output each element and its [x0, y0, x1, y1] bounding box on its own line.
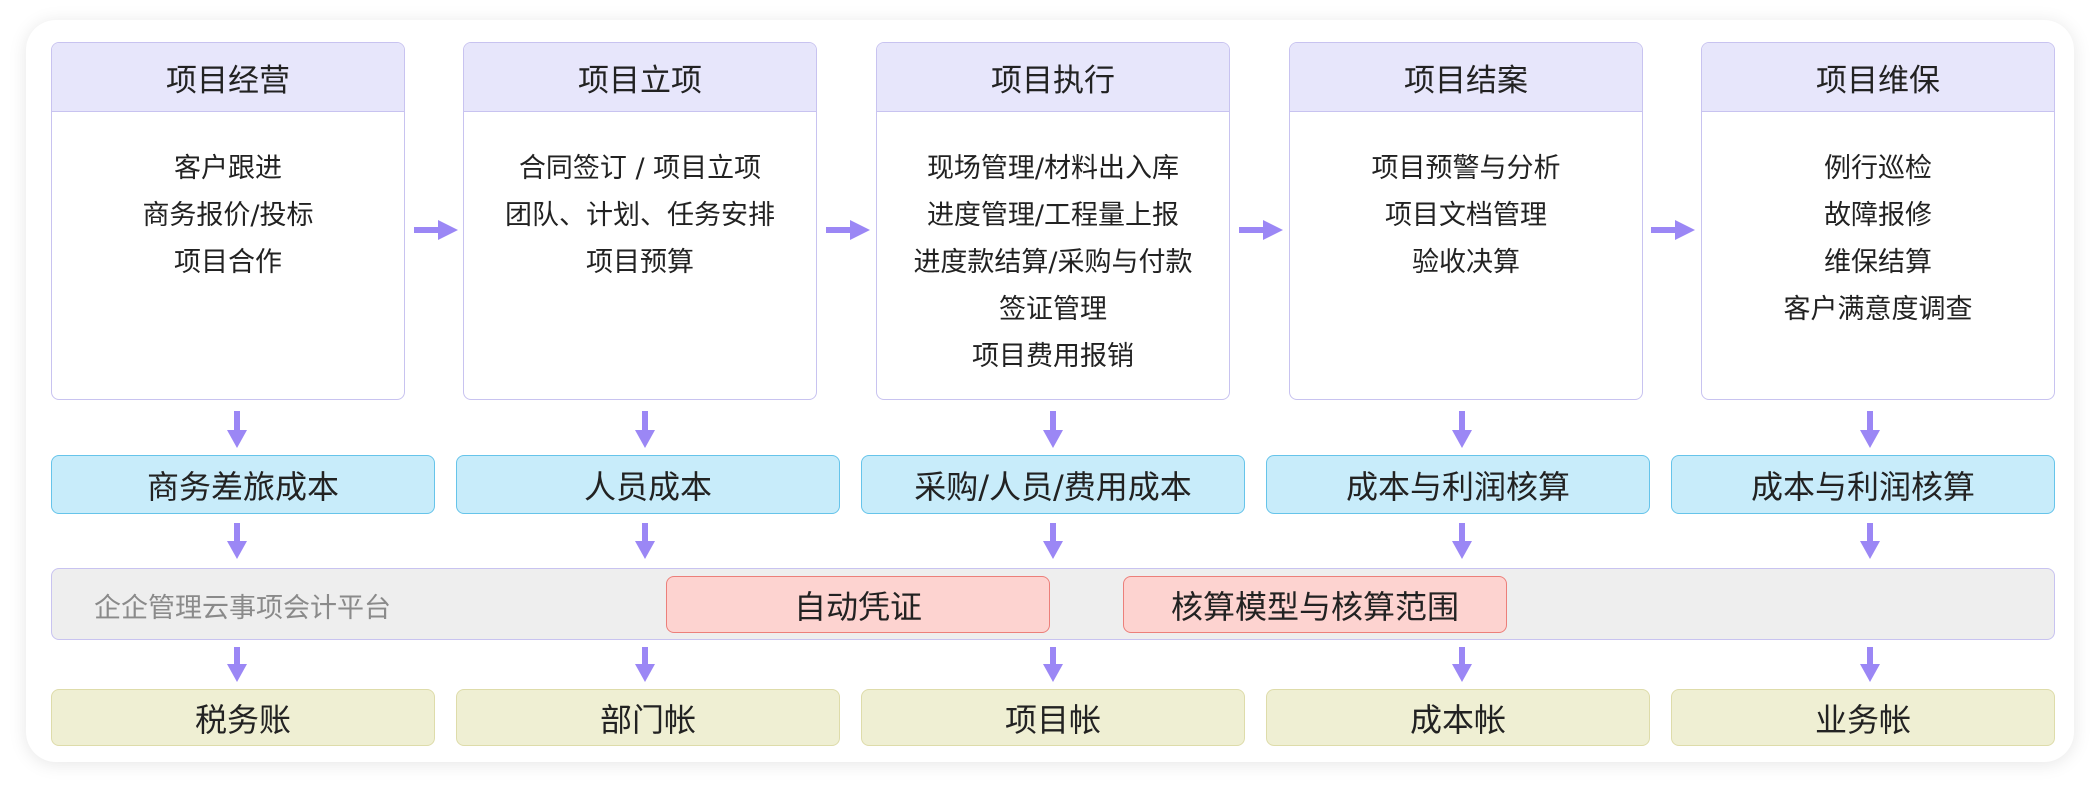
stage-items: 合同签订 / 项目立项 团队、计划、任务安排 项目预算: [464, 112, 816, 286]
stage-items: 客户跟进 商务报价/投标 项目合作: [52, 112, 404, 286]
down-arrow-icon: [227, 411, 247, 448]
down-arrows-row-2: [227, 523, 1880, 559]
cost-box: 采购/人员/费用成本: [861, 455, 1245, 514]
down-arrow-icon: [635, 411, 655, 448]
ledger-box: 业务帐: [1671, 689, 2055, 746]
accounting-model-tag: 核算模型与核算范围: [1123, 576, 1507, 633]
stage-title: 项目维保: [1702, 43, 2054, 112]
stage-item: 团队、计划、任务安排: [505, 200, 775, 231]
stage-title: 项目立项: [464, 43, 816, 112]
stage-box-maintenance: 项目维保 例行巡检 故障报修 维保结算 客户满意度调查: [1701, 42, 2055, 400]
down-arrow-icon: [1860, 523, 1880, 559]
down-arrow-icon: [227, 523, 247, 559]
stage-item: 商务报价/投标: [142, 200, 314, 231]
down-arrow-icon: [1452, 523, 1472, 559]
horizontal-arrows: [414, 220, 1695, 240]
down-arrow-icon: [1452, 411, 1472, 448]
stage-item: 验收决算: [1412, 247, 1520, 278]
auto-voucher-tag: 自动凭证: [666, 576, 1050, 633]
down-arrow-icon: [635, 523, 655, 559]
cost-box: 商务差旅成本: [51, 455, 435, 514]
stage-item: 项目合作: [174, 247, 282, 278]
stage-box-closure: 项目结案 项目预警与分析 项目文档管理 验收决算: [1289, 42, 1643, 400]
cost-box: 人员成本: [456, 455, 840, 514]
down-arrow-icon: [227, 647, 247, 682]
down-arrow-icon: [635, 647, 655, 682]
stage-item: 故障报修: [1824, 200, 1932, 231]
down-arrow-icon: [1043, 523, 1063, 559]
stage-items: 现场管理/材料出入库 进度管理/工程量上报 进度款结算/采购与付款 签证管理 项…: [877, 112, 1229, 380]
stage-box-initiation: 项目立项 合同签订 / 项目立项 团队、计划、任务安排 项目预算: [463, 42, 817, 400]
stage-item: 现场管理/材料出入库: [926, 153, 1180, 184]
ledger-box: 成本帐: [1266, 689, 1650, 746]
down-arrows-row-1: [227, 411, 1880, 448]
stage-item: 项目预警与分析: [1371, 153, 1561, 184]
right-arrow-icon: [1651, 220, 1695, 240]
platform-bar: [51, 568, 2055, 640]
stage-item: 项目预算: [586, 247, 694, 278]
right-arrow-icon: [826, 220, 870, 240]
ledger-box: 部门帐: [456, 689, 840, 746]
stage-item: 客户满意度调查: [1783, 294, 1973, 325]
stage-items: 例行巡检 故障报修 维保结算 客户满意度调查: [1702, 112, 2054, 333]
stage-title: 项目结案: [1290, 43, 1642, 112]
stage-item: 项目费用报销: [972, 341, 1134, 372]
down-arrows-row-3: [227, 647, 1880, 682]
stage-item: 进度款结算/采购与付款: [913, 247, 1193, 278]
cost-box: 成本与利润核算: [1671, 455, 2055, 514]
stage-item: 项目文档管理: [1385, 200, 1547, 231]
ledger-box: 税务账: [51, 689, 435, 746]
stage-item: 进度管理/工程量上报: [926, 200, 1180, 231]
down-arrow-icon: [1860, 647, 1880, 682]
stage-title: 项目经营: [52, 43, 404, 112]
stage-item: 维保结算: [1824, 247, 1932, 278]
stage-item: 例行巡检: [1824, 153, 1932, 184]
stage-title: 项目执行: [877, 43, 1229, 112]
stage-item: 合同签订 / 项目立项: [518, 153, 762, 184]
down-arrow-icon: [1043, 411, 1063, 448]
stage-item: 签证管理: [999, 294, 1107, 325]
ledger-box: 项目帐: [861, 689, 1245, 746]
stage-items: 项目预警与分析 项目文档管理 验收决算: [1290, 112, 1642, 286]
down-arrow-icon: [1452, 647, 1472, 682]
cost-box: 成本与利润核算: [1266, 455, 1650, 514]
stage-box-execution: 项目执行 现场管理/材料出入库 进度管理/工程量上报 进度款结算/采购与付款 签…: [876, 42, 1230, 400]
platform-label: 企企管理云事项会计平台: [94, 593, 391, 624]
stage-box-business: 项目经营 客户跟进 商务报价/投标 项目合作: [51, 42, 405, 400]
down-arrow-icon: [1043, 647, 1063, 682]
right-arrow-icon: [1239, 220, 1283, 240]
right-arrow-icon: [414, 220, 458, 240]
down-arrow-icon: [1860, 411, 1880, 448]
stage-item: 客户跟进: [174, 153, 282, 184]
